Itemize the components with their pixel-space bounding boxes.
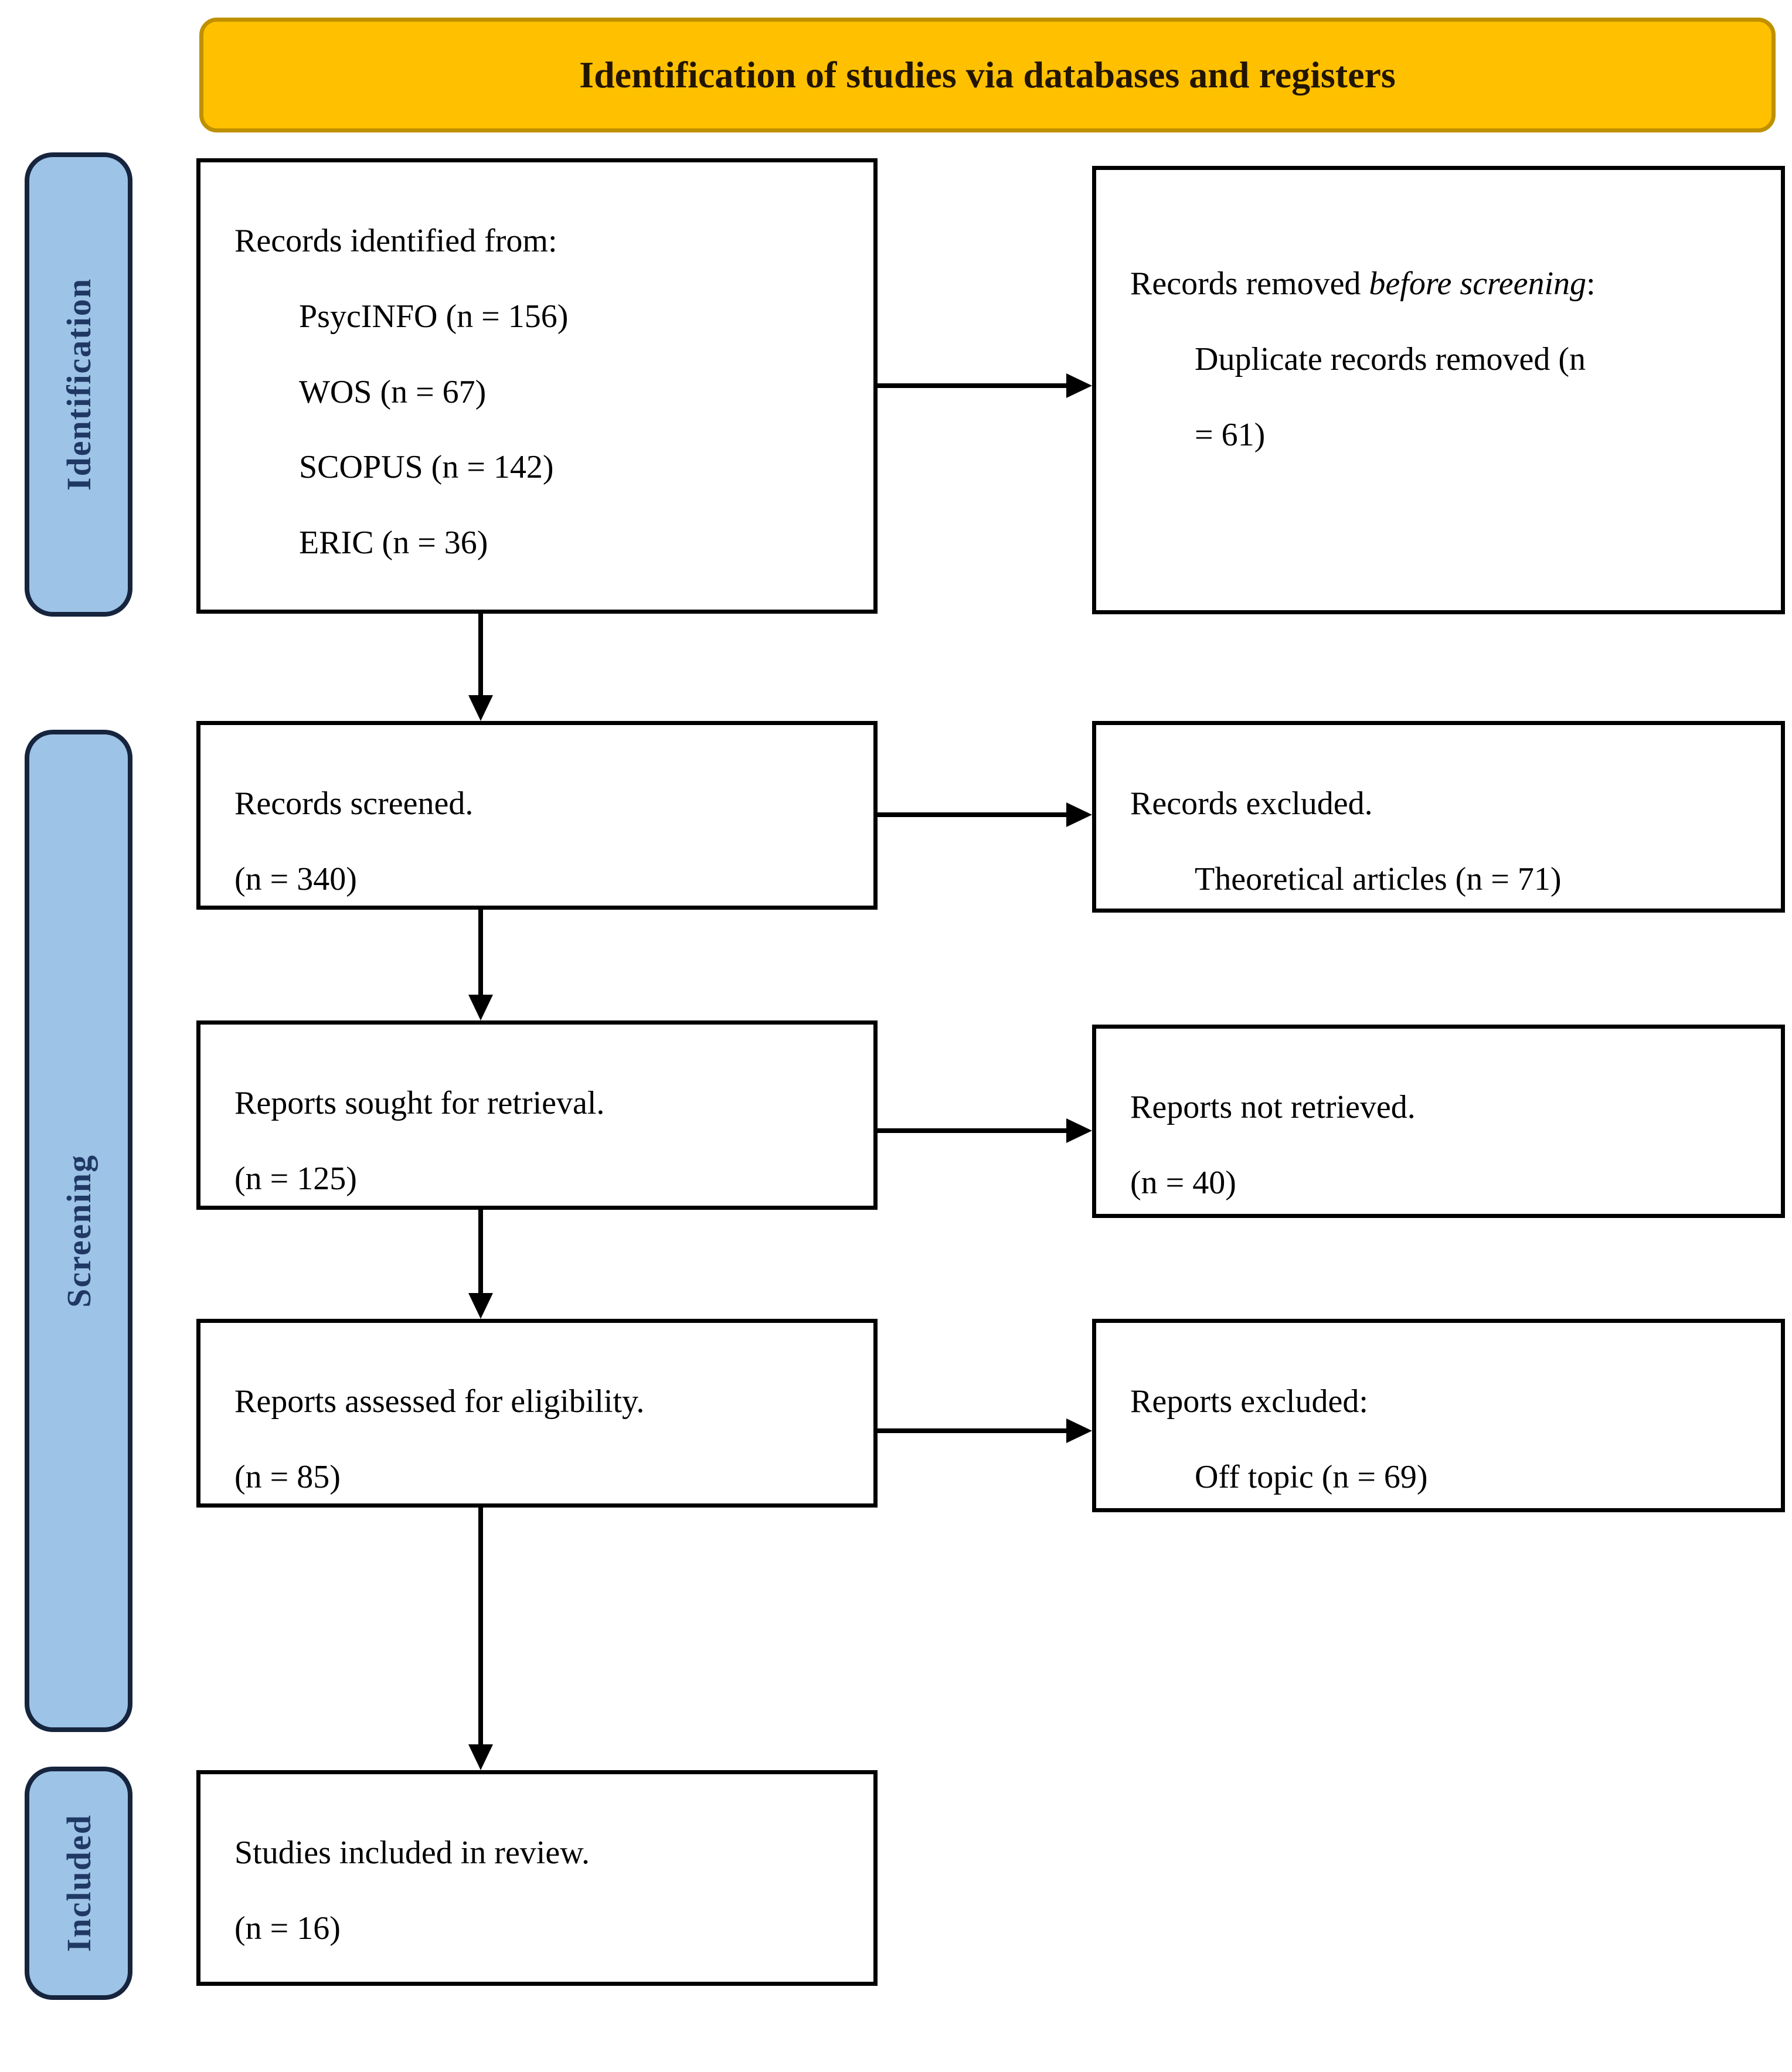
records-identified-title: Records identified from: — [234, 223, 557, 259]
arrow-right-icon — [1066, 802, 1092, 827]
box-records-screened: Records screened. (n = 340) — [196, 721, 878, 910]
reports-not-retrieved-title: Reports not retrieved. — [1130, 1089, 1416, 1125]
arrow-shaft — [878, 383, 1070, 388]
arrow-shaft — [478, 1508, 483, 1748]
records-identified-psycinfo: PsycINFO (n = 156) — [299, 298, 569, 335]
arrow-right-icon — [1066, 373, 1092, 398]
records-identified-eric: ERIC (n = 36) — [299, 525, 488, 562]
box-reports-assessed: Reports assessed for eligibility. (n = 8… — [196, 1319, 878, 1508]
records-identified-wos: WOS (n = 67) — [299, 373, 487, 410]
records-removed-suffix: : — [1586, 266, 1596, 302]
reports-assessed-title: Reports assessed for eligibility. — [234, 1383, 645, 1420]
records-excluded-title: Records excluded. — [1130, 785, 1373, 822]
arrow-assessed-to-reports-excluded — [878, 1418, 1092, 1443]
stage-label-identification-text: Identification — [59, 278, 98, 491]
box-studies-included: Studies included in review. (n = 16) — [196, 1770, 878, 1986]
arrow-right-icon — [1066, 1418, 1092, 1443]
reports-sought-title: Reports sought for retrieval. — [234, 1085, 605, 1121]
box-records-excluded: Records excluded. Theoretical articles (… — [1092, 721, 1785, 913]
records-identified-scopus: SCOPUS (n = 142) — [299, 449, 554, 486]
records-screened-title: Records screened. — [234, 785, 474, 822]
arrow-sought-to-assessed — [468, 1210, 493, 1319]
stage-label-included: Included — [25, 1767, 132, 2000]
arrow-screened-to-sought — [468, 910, 493, 1020]
arrow-right-icon — [1066, 1118, 1092, 1143]
arrow-down-icon — [468, 1744, 493, 1770]
reports-excluded-title: Reports excluded: — [1130, 1383, 1368, 1420]
studies-included-count: (n = 16) — [234, 1910, 341, 1947]
reports-assessed-count: (n = 85) — [234, 1458, 341, 1495]
reports-excluded-off-topic: Off topic (n = 69) — [1195, 1458, 1428, 1495]
studies-included-title: Studies included in review. — [234, 1835, 590, 1871]
arrow-shaft — [478, 1210, 483, 1297]
records-removed-prefix: Records removed — [1130, 266, 1369, 302]
arrow-assessed-to-included — [468, 1508, 493, 1770]
records-removed-count: = 61) — [1195, 416, 1266, 453]
stage-label-screening: Screening — [25, 730, 132, 1732]
box-reports-excluded: Reports excluded: Off topic (n = 69) — [1092, 1319, 1785, 1512]
banner-databases-registers: Identification of studies via databases … — [199, 18, 1776, 132]
arrow-sought-to-not-retrieved — [878, 1118, 1092, 1143]
box-reports-not-retrieved: Reports not retrieved. (n = 40) — [1092, 1025, 1785, 1218]
records-removed-italic: before screening — [1369, 266, 1587, 302]
arrow-down-icon — [468, 695, 493, 721]
reports-sought-count: (n = 125) — [234, 1160, 357, 1197]
box-reports-sought: Reports sought for retrieval. (n = 125) — [196, 1020, 878, 1210]
banner-title: Identification of studies via databases … — [579, 54, 1396, 96]
arrow-down-icon — [468, 1293, 493, 1319]
records-excluded-theoretical: Theoretical articles (n = 71) — [1195, 860, 1562, 897]
stage-label-screening-text: Screening — [59, 1154, 98, 1308]
box-records-removed: Records removed before screening: Duplic… — [1092, 166, 1785, 614]
box-records-identified: Records identified from: PsycINFO (n = 1… — [196, 158, 878, 614]
arrow-down-icon — [468, 995, 493, 1020]
arrow-identified-to-screened — [468, 614, 493, 721]
arrow-screened-to-excluded — [878, 802, 1092, 827]
arrow-shaft — [878, 812, 1070, 817]
arrow-identified-to-removed — [878, 373, 1092, 398]
records-screened-count: (n = 340) — [234, 860, 357, 897]
stage-label-included-text: Included — [59, 1814, 98, 1952]
records-removed-duplicates: Duplicate records removed (n — [1195, 341, 1586, 377]
reports-not-retrieved-count: (n = 40) — [1130, 1164, 1236, 1201]
arrow-shaft — [878, 1128, 1070, 1133]
records-removed-title: Records removed before screening: — [1130, 246, 1763, 322]
arrow-shaft — [478, 614, 483, 699]
stage-label-identification: Identification — [25, 152, 132, 617]
arrow-shaft — [878, 1428, 1070, 1433]
arrow-shaft — [478, 910, 483, 998]
